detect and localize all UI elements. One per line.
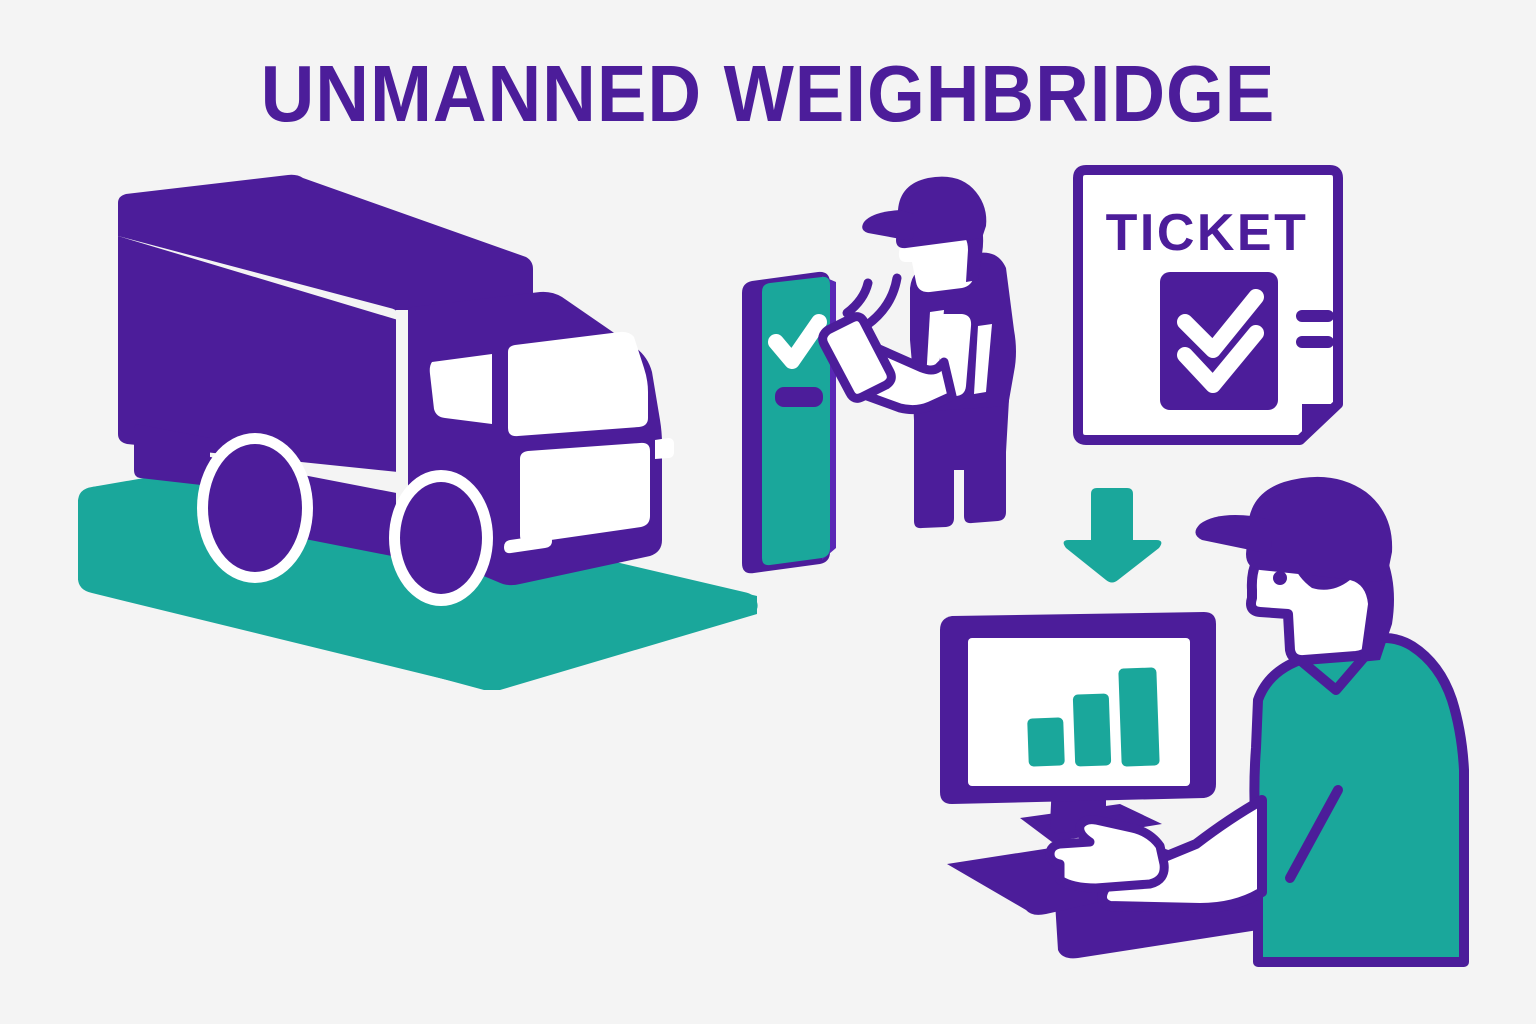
page-title: UNMANNED WEIGHBRIDGE (260, 49, 1276, 138)
weighbridge-operator (1045, 476, 1469, 967)
ticket-card: TICKET (1073, 165, 1343, 445)
nfc-waves-icon (842, 273, 902, 330)
dash-indicator (775, 387, 823, 407)
mobile-phone (818, 312, 896, 403)
truck-driver (818, 176, 1016, 529)
check-icon (768, 314, 827, 369)
folded-corner (1302, 404, 1338, 440)
equals-lines-icon (1296, 310, 1334, 348)
eye (1273, 571, 1287, 585)
down-arrow-icon (1063, 488, 1162, 583)
operator-cap (1195, 515, 1272, 553)
bar-2 (1072, 693, 1112, 767)
bar-1 (1027, 717, 1065, 767)
bar-3 (1118, 667, 1160, 767)
driver-cap (862, 210, 914, 241)
delivery-truck (118, 174, 674, 606)
double-check-icon (1177, 289, 1264, 393)
ticket-label: TICKET (1106, 204, 1309, 262)
self-service-kiosk[interactable] (742, 271, 836, 574)
screen-bar-chart (1027, 667, 1160, 767)
